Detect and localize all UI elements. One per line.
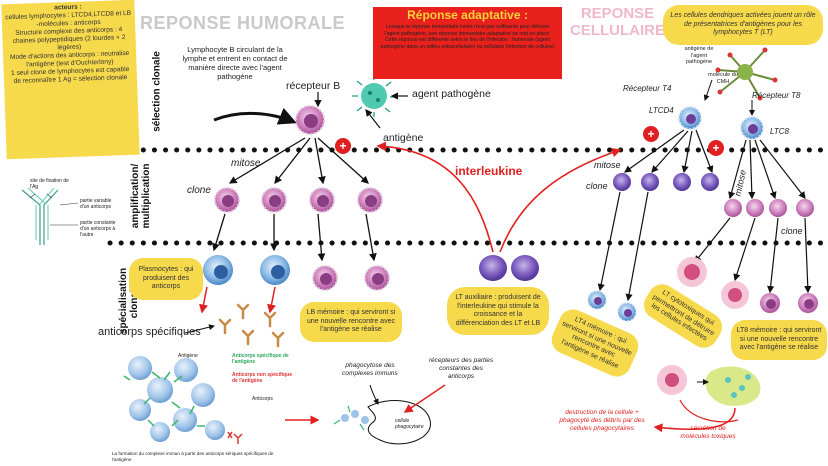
label-recepteur-t8: Récepteur T8 — [752, 91, 801, 100]
sketch-label-site: site de fixation de l'Ag — [30, 178, 69, 190]
arrow-to-ltcd4 — [703, 79, 713, 101]
agent-pathogene-blob — [352, 75, 396, 117]
plus-icon-right-2 — [708, 140, 724, 156]
arrow-plasmocyte-2 — [267, 286, 276, 314]
plus-icon-left — [335, 138, 351, 154]
label-antigene: antigène — [383, 132, 424, 144]
arrow-secretion — [679, 399, 739, 423]
label-molecule-cmh: molécule du CMH — [708, 72, 738, 85]
mitose-arrows-ltcd4 — [624, 129, 714, 174]
label-ltc8: LTC8 — [770, 127, 789, 136]
plus-icon-right-1 — [643, 126, 659, 142]
label-anticorps-specifiques: anticorps spécifiques — [98, 326, 201, 338]
arrow-antigene — [365, 109, 381, 129]
label-clone-right-1: clone — [586, 181, 608, 191]
antibody-sketch — [21, 187, 79, 245]
adaptive-response-box: Réponse adaptative : Lorsque la réponse … — [373, 7, 562, 79]
label-recepteur-t4: Récepteur T4 — [623, 84, 672, 93]
plasmocyte-cells — [203, 255, 290, 285]
title-cellulaire: REPONSE CELLULAIRE — [570, 5, 665, 39]
lb-memoire-cells — [312, 265, 390, 291]
arrow-to-lymphocyte — [213, 107, 297, 125]
legend-anticorps: Anticorps — [252, 396, 273, 402]
arrow-to-destruction-label — [653, 407, 736, 433]
label-agent-pathogene: agent pathogène — [412, 88, 491, 100]
infected-cell-destruction — [657, 365, 761, 406]
lt-cytotoxique-cells — [677, 257, 749, 309]
arrow-plasmocyte-1 — [199, 286, 208, 314]
note-dendritic: Les cellules dendriques activées jouent … — [663, 5, 823, 45]
note-plasmocytes: Plasmocytes : qui produisent des anticor… — [129, 258, 203, 300]
label-destruction: destruction de la cellule + phagocyté de… — [559, 409, 645, 432]
ltcd4-nucleus — [686, 114, 696, 124]
label-cellule-phagocytaire: cellule phagocytaire — [395, 418, 424, 430]
ltc8-nucleus — [748, 124, 758, 134]
mitose-arrows-ltc8 — [728, 139, 806, 200]
label-lymphocyte-b: Lymphocyte B circulant de la lymphe et e… — [182, 45, 288, 81]
immune-complex-illustration — [123, 356, 243, 444]
lt8-memoire-cells — [760, 293, 818, 313]
note-lt8-memoire: LT8 mémoire : qui serviront si une nouve… — [731, 320, 827, 360]
label-mitose-left: mitose — [231, 158, 261, 169]
ltc8-clones — [724, 199, 814, 217]
arrow-phagocytose-label — [369, 384, 379, 405]
label-ltcd4: LTCD4 — [649, 106, 674, 115]
lymphocyte-b-nucleus — [304, 114, 318, 128]
dendritic-cell — [715, 47, 778, 101]
label-clone-left: clone — [187, 185, 211, 196]
title-humorale: REPONSE HUMORALE — [140, 13, 346, 33]
adaptive-response-title: Réponse adaptative : — [407, 8, 528, 22]
lt4-memoire-cells — [587, 290, 637, 322]
label-clone-right-2: clone — [781, 226, 803, 236]
acteurs-note: acteurs : cellules lymphocytes : LTCD4,L… — [1, 0, 140, 160]
arrow-interleukine-right — [499, 147, 622, 253]
arrow-interleukine-left — [376, 141, 494, 253]
differentiation-arrows-right — [597, 191, 812, 302]
legend-anticorps-non-specifique: Anticorps non spécifique de l'antigène — [232, 372, 293, 384]
label-mitose-right-1: mitose — [594, 160, 621, 170]
label-recepteur-b: récepteur B — [286, 80, 341, 92]
svg-text:+: + — [712, 141, 719, 155]
label-secretion: sécrétion de molécules toxiques — [680, 425, 736, 440]
differentiation-arrows-left — [212, 213, 377, 262]
legend-caption: La formation du complexe immun à partir … — [112, 451, 274, 462]
svg-text:+: + — [339, 139, 346, 153]
mitose-arrows-left — [228, 137, 369, 185]
note-lb-memoire: LB mémoire : qui serviront si une nouvel… — [300, 302, 402, 342]
acteurs-line-5: 1 seul clone de lymphocytes est capable … — [10, 65, 130, 85]
side-label-selection: sélection clonale — [151, 51, 163, 132]
svg-text:+: + — [647, 127, 654, 141]
legend-anticorps-specifique: Anticorps spécifique de l'antigène — [232, 353, 289, 365]
sketch-label-constante: partie constante d'un anticorps à l'autr… — [80, 220, 116, 238]
sketch-label-variable: partie variable d'un anticorps — [80, 198, 112, 210]
adaptive-response-body: Lorsque la réponse immunitaire innée n'e… — [380, 24, 555, 50]
clone-cells-left — [214, 187, 383, 213]
note-lt-auxiliaire: LT auxiliaire : produisent de l'interleu… — [447, 287, 549, 335]
label-recepteurs-parties: récepteurs des parties constantes des an… — [428, 357, 494, 380]
arrow-anticorps — [184, 324, 215, 334]
lt-auxiliaire-cells — [479, 255, 539, 281]
arrow-recepteurs — [403, 384, 446, 413]
label-phagocytose: phagocytose des complexes immuns — [342, 362, 398, 377]
side-label-amplification: amplification/ multiplication — [130, 163, 152, 229]
label-interleukine: interleukine — [455, 164, 523, 178]
legend-antigene: Antigène — [178, 353, 198, 359]
anticorps-shapes — [218, 303, 285, 348]
phagocyte-cell — [333, 400, 431, 445]
label-antigene-cmh: antigène de l'agent pathogène — [684, 46, 714, 65]
ltcd4-clones — [613, 173, 719, 191]
